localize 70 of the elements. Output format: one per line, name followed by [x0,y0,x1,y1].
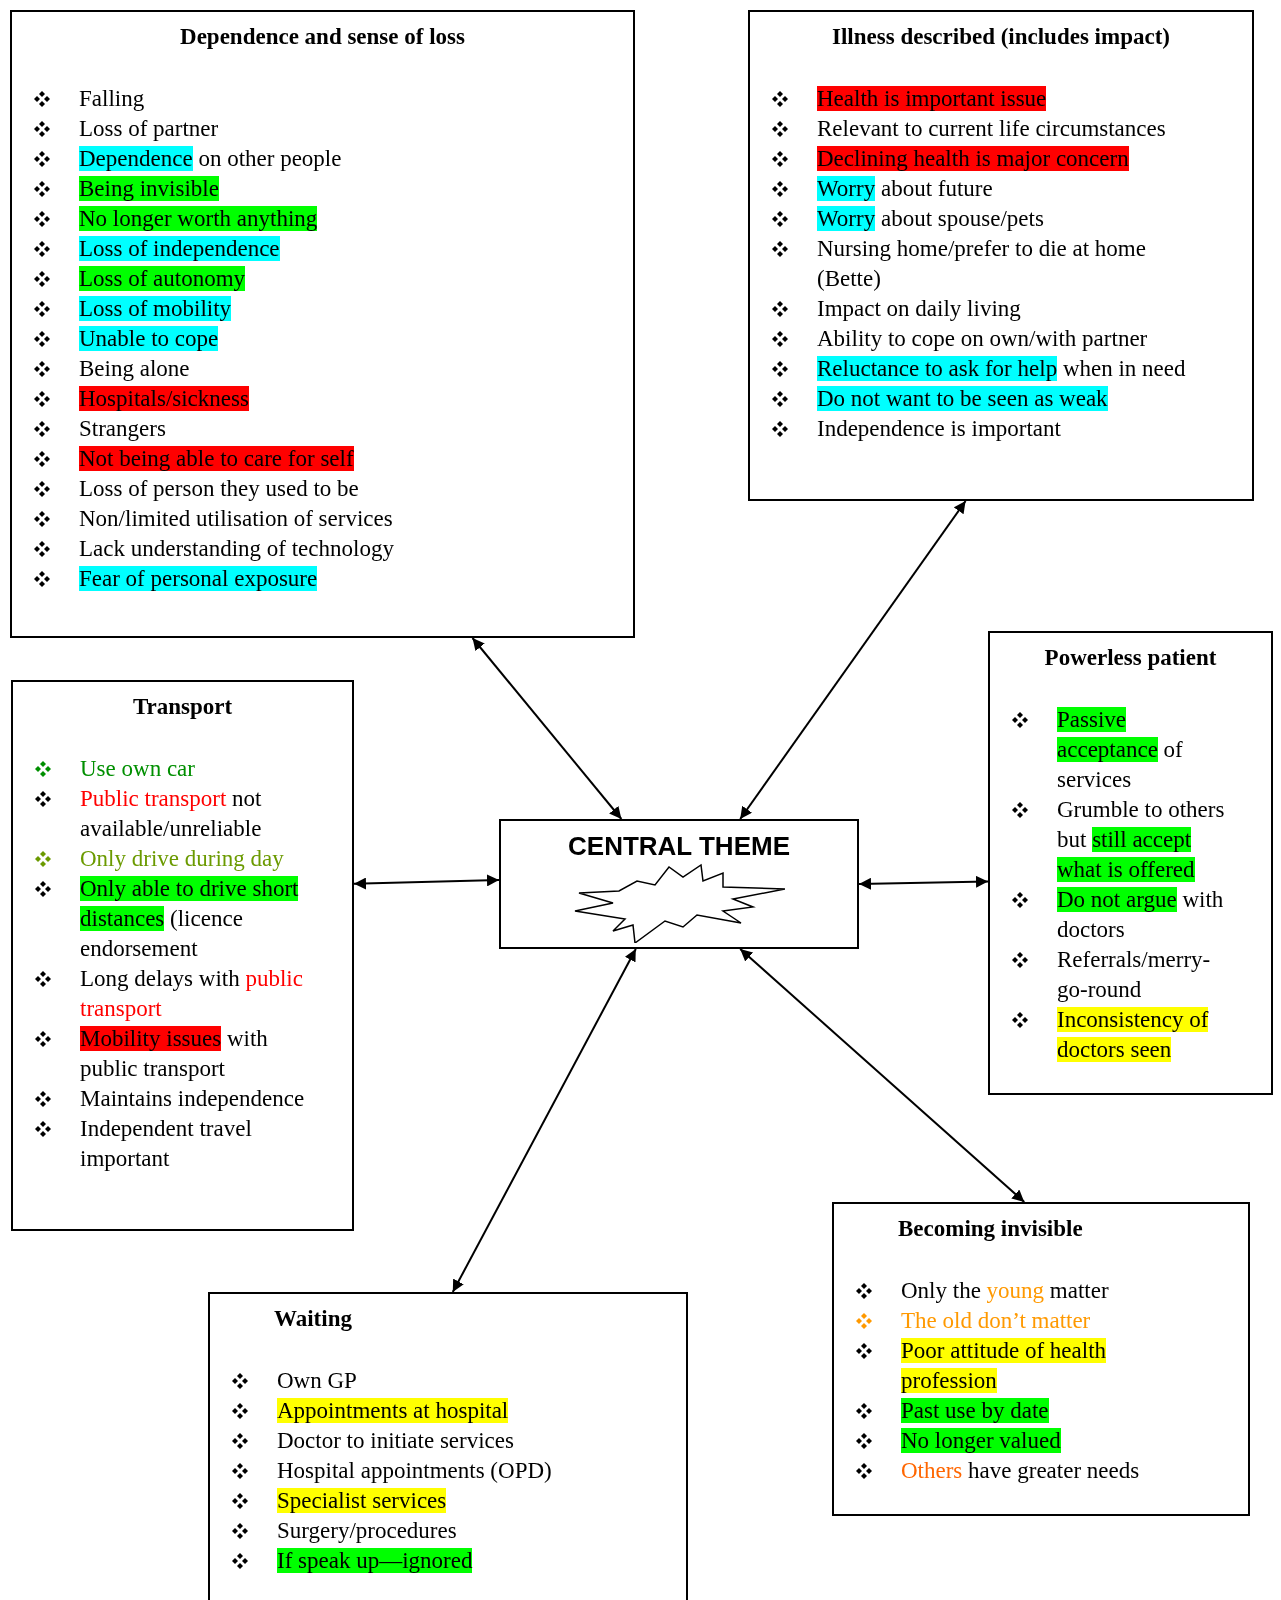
list-item: Mobility issues with public transport [80,1025,269,1083]
list-item: Only the young matter [901,1277,1109,1305]
box-heading: Dependence and sense of loss [180,23,465,51]
double-arrow [353,874,500,890]
double-arrow [471,637,623,820]
list-item: Health is important issue [817,85,1047,113]
list-item: Independent travel important [80,1115,253,1173]
double-arrow [739,948,1026,1203]
list-item: Being alone [79,355,190,383]
list-item: Loss of independence [79,235,280,263]
list-item: Surgery/procedures [277,1517,457,1545]
list-item: Strangers [79,415,166,443]
list-item: Poor attitude of health profession [901,1337,1108,1395]
list-item: Do not want to be seen as weak [817,385,1108,413]
list-item: Nursing home/prefer to die at home (Bette) [817,235,1147,293]
list-item: Being invisible [79,175,219,203]
list-item: Public transport not available/unreliable [80,785,263,843]
list-item: Hospitals/sickness [79,385,249,413]
list-item: Lack understanding of technology [79,535,394,563]
box-heading: Illness described (includes impact) [832,23,1170,51]
list-item: The old don’t matter [901,1307,1091,1335]
list-item: Ability to cope on own/with partner [817,325,1148,353]
list-item: Worry about future [817,175,993,203]
list-item: Independence is important [817,415,1061,443]
list-item: Loss of partner [79,115,219,143]
box-heading: Waiting [274,1305,352,1333]
list-item: Past use by date [901,1397,1049,1425]
list-item: Falling [79,85,145,113]
list-item: Own GP [277,1367,357,1395]
list-item: Declining health is major concern [817,145,1129,173]
list-item: Not being able to care for self [79,445,354,473]
list-item: Reluctance to ask for help when in need [817,355,1186,383]
box-heading: Powerless patient [1044,644,1217,672]
central-box [499,819,859,949]
theme-box [988,631,1273,1095]
central-title: CENTRAL THEME [568,831,790,861]
box-heading: Becoming invisible [898,1215,1083,1243]
list-item: Doctor to initiate services [277,1427,514,1455]
list-item: No longer worth anything [79,205,318,233]
list-item: Loss of person they used to be [79,475,359,503]
box-heading: Transport [132,693,233,721]
double-arrow [451,948,637,1293]
list-item: Unable to cope [79,325,219,353]
list-item: Use own car [80,755,195,783]
double-arrow [739,500,967,820]
list-item: Relevant to current life circumstances [817,115,1166,143]
list-item: Hospital appointments (OPD) [277,1457,552,1485]
list-item: Specialist services [277,1487,447,1515]
list-item: Do not argue with doctors [1057,886,1225,944]
list-item: No longer valued [901,1427,1061,1455]
list-item: Long delays with public transport [80,965,304,1023]
list-item: Dependence on other people [79,145,342,173]
list-item: Others have greater needs [901,1457,1140,1485]
theme-box [748,10,1254,501]
list-item: Passive acceptance of services [1057,706,1184,794]
list-item: Loss of mobility [79,295,232,323]
list-item: Non/limited utilisation of services [79,505,393,533]
theme-box [208,1292,688,1600]
double-arrow [858,875,989,890]
list-item: Only drive during day [80,845,284,873]
theme-box [832,1202,1250,1516]
theme-box [10,10,635,638]
list-item: Loss of autonomy [79,265,246,293]
list-item: Maintains independence [80,1085,305,1113]
theme-box [11,680,354,1231]
list-item: Impact on daily living [817,295,1021,323]
list-item: Fear of personal exposure [79,565,318,593]
list-item: Referrals/merry-go-round [1057,946,1212,1004]
list-item: Worry about spouse/pets [817,205,1044,233]
list-item: Appointments at hospital [277,1397,509,1425]
